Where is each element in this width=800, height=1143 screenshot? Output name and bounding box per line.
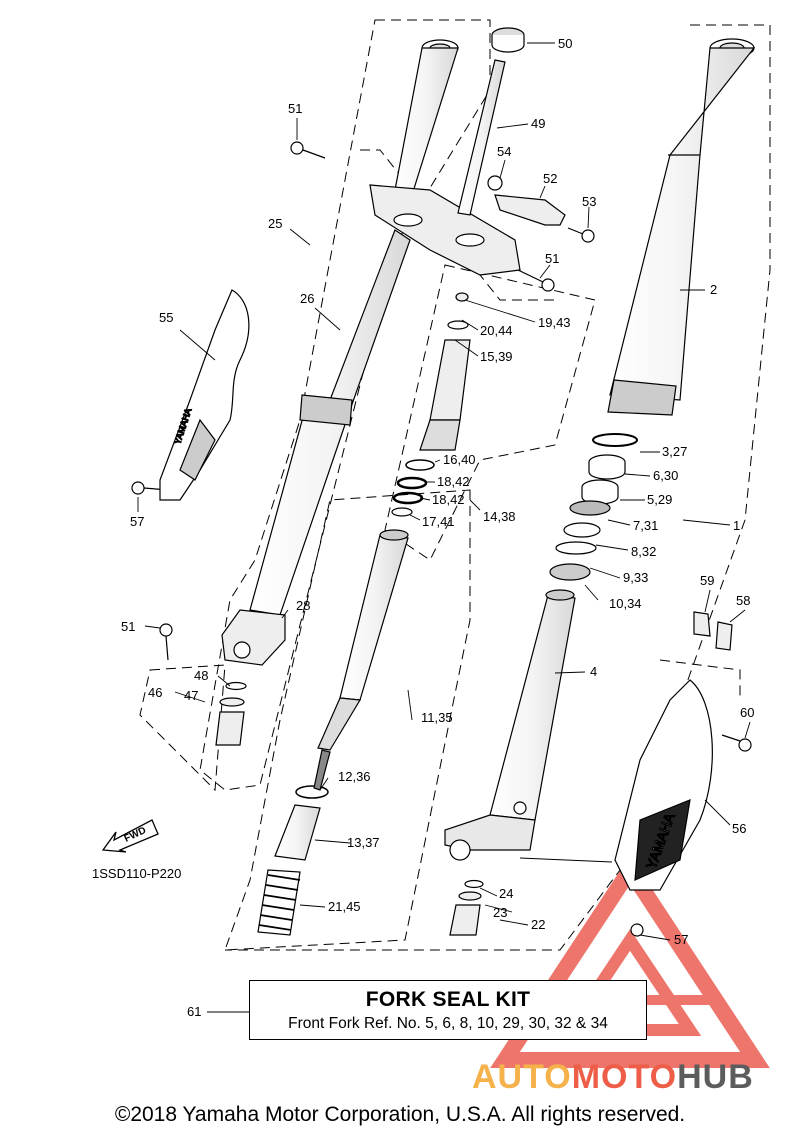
callout-13-37: 13,37 bbox=[347, 835, 380, 850]
fork-seal-kit-box: FORK SEAL KIT Front Fork Ref. No. 5, 6, … bbox=[249, 980, 647, 1040]
bolts bbox=[131, 141, 752, 937]
outline-cap-assy bbox=[384, 264, 596, 561]
handle-clamp bbox=[487, 175, 566, 226]
kit-subtitle: Front Fork Ref. No. 5, 6, 8, 10, 29, 30,… bbox=[288, 1015, 608, 1032]
callout-19-43: 19,43 bbox=[538, 315, 571, 330]
watermark-part-auto: AUTO bbox=[472, 1058, 572, 1096]
callout-15-39: 15,39 bbox=[480, 349, 513, 364]
callout-25: 25 bbox=[268, 216, 282, 231]
callout-48: 48 bbox=[194, 668, 208, 683]
clips bbox=[693, 611, 733, 651]
diagram-code: 1SSD110-P220 bbox=[92, 866, 182, 881]
callout-10-34: 10,34 bbox=[609, 596, 642, 611]
callout-57: 57 bbox=[130, 514, 144, 529]
spring-assembly bbox=[257, 804, 321, 936]
watermark-part-hub: HUB bbox=[677, 1058, 754, 1096]
group-outlines bbox=[139, 19, 771, 951]
callout-51: 51 bbox=[121, 619, 135, 634]
callout-58: 58 bbox=[736, 593, 750, 608]
callout-28: 28 bbox=[296, 598, 310, 613]
steering-stem bbox=[457, 27, 525, 216]
callout-50: 50 bbox=[558, 36, 572, 51]
callout-8-32: 8,32 bbox=[631, 544, 656, 559]
callout-3-27: 3,27 bbox=[662, 444, 687, 459]
callout-53: 53 bbox=[582, 194, 596, 209]
outline-bolt-47 bbox=[139, 664, 226, 792]
callout-61: 61 bbox=[187, 1004, 201, 1019]
callout-59: 59 bbox=[700, 573, 714, 588]
callout-7-31: 7,31 bbox=[633, 518, 658, 533]
right-inner-tube bbox=[444, 589, 576, 861]
callout-56: 56 bbox=[732, 821, 746, 836]
callout-20-44: 20,44 bbox=[480, 323, 513, 338]
fwd-arrow-icon: FWD bbox=[100, 812, 162, 863]
kit-title: FORK SEAL KIT bbox=[365, 988, 531, 1011]
callout-60: 60 bbox=[740, 705, 754, 720]
callout-24: 24 bbox=[499, 886, 513, 901]
callout-54: 54 bbox=[497, 144, 511, 159]
callout-47: 47 bbox=[184, 688, 198, 703]
callout-26: 26 bbox=[300, 291, 314, 306]
callout-23: 23 bbox=[493, 905, 507, 920]
cap-assembly bbox=[419, 292, 471, 451]
callout-2: 2 bbox=[710, 282, 717, 297]
right-outer-tube bbox=[607, 38, 756, 416]
callout-55: 55 bbox=[159, 310, 173, 325]
callout-21-45: 21,45 bbox=[328, 899, 361, 914]
watermark-part-moto: MOTO bbox=[571, 1058, 678, 1096]
outline-right-fork bbox=[225, 24, 771, 951]
damper-rod bbox=[313, 529, 409, 791]
outline-left-fork bbox=[199, 19, 491, 791]
outline-guard bbox=[659, 659, 741, 700]
callout-4: 4 bbox=[590, 664, 597, 679]
callout-18-42: 18,42 bbox=[432, 492, 465, 507]
copyright-notice: ©2018 Yamaha Motor Corporation, U.S.A. A… bbox=[114, 1103, 686, 1126]
outline-damper-assy bbox=[224, 489, 471, 951]
callout-57: 57 bbox=[674, 932, 688, 947]
callout-labels: 50 49 51 54 52 53 25 51 2 26 55 19,43 20… bbox=[121, 36, 754, 1019]
left-axle-bracket bbox=[221, 609, 286, 666]
callout-1: 1 bbox=[733, 518, 740, 533]
callout-12-36: 12,36 bbox=[338, 769, 371, 784]
callout-22: 22 bbox=[531, 917, 545, 932]
triple-clamp bbox=[369, 184, 521, 276]
callout-18-42: 18,42 bbox=[437, 474, 470, 489]
callout-5-29: 5,29 bbox=[647, 492, 672, 507]
callout-6-30: 6,30 bbox=[653, 468, 678, 483]
callout-11-35: 11,35 bbox=[421, 710, 453, 725]
callout-9-33: 9,33 bbox=[623, 570, 648, 585]
callout-49: 49 bbox=[531, 116, 545, 131]
o-rings bbox=[295, 459, 435, 799]
right-fork-guard: YAMAHA bbox=[614, 679, 713, 891]
callout-17-41: 17,41 bbox=[422, 514, 455, 529]
callout-52: 52 bbox=[543, 171, 557, 186]
leader-lines bbox=[137, 42, 751, 1013]
callout-46: 46 bbox=[148, 685, 162, 700]
watermark-text: AUTOMOTOHUB bbox=[472, 1052, 792, 1102]
callout-51: 51 bbox=[288, 101, 302, 116]
callout-51: 51 bbox=[545, 251, 559, 266]
callout-16-40: 16,40 bbox=[443, 452, 476, 467]
left-outer-tube bbox=[249, 39, 459, 616]
seal-stack bbox=[549, 433, 638, 581]
drain-bolts bbox=[215, 681, 484, 936]
callout-14-38: 14,38 bbox=[483, 509, 516, 524]
